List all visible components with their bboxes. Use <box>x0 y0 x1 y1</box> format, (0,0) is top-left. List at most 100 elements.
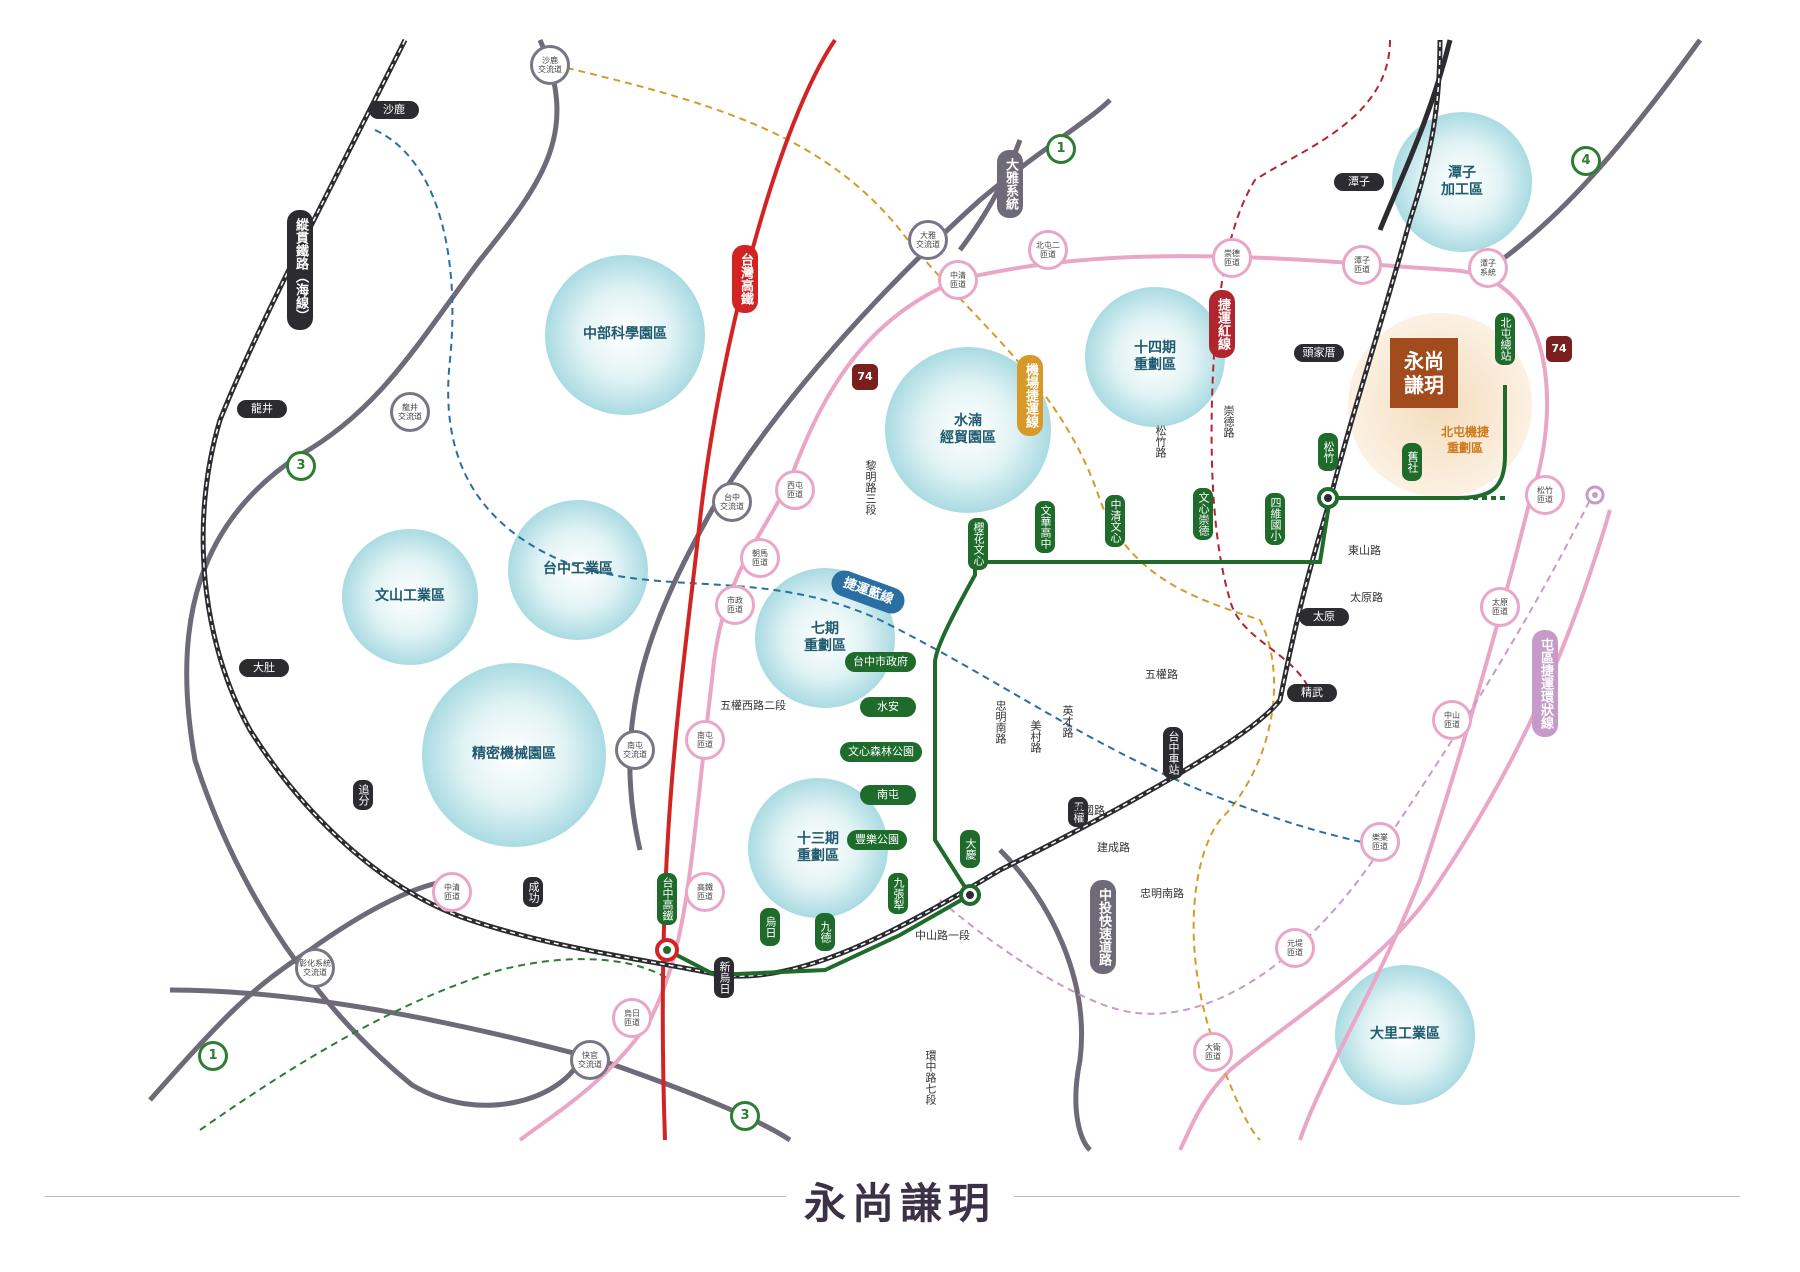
rail-station-taichung: 台中車站 <box>1163 727 1183 779</box>
road-jiancheng: 建成路 <box>1097 841 1130 854</box>
route-shield-n3-bottom: 3 <box>730 1101 760 1131</box>
route-shield-n1-top: 1 <box>1046 134 1076 164</box>
green-station-yinghua: 櫻花文心 <box>968 518 988 570</box>
road-zhongming-s: 忠明南路 <box>1140 887 1184 900</box>
green-line-path <box>666 385 1507 978</box>
interchange-taichung-ic: 台中 交流道 <box>712 482 752 522</box>
road-taiyuan-rd: 太原路 <box>1350 591 1383 604</box>
rail-station-xinwuri: 新烏日 <box>714 957 734 998</box>
interchange-shalu-ic: 沙鹿 交流道 <box>530 45 570 85</box>
interchange-beitun2: 北屯二 匝道 <box>1028 230 1068 270</box>
interchange-wuri-ic: 烏日 匝道 <box>612 998 652 1038</box>
green-station-beitun: 北屯總站 <box>1495 313 1515 365</box>
interchange-dawei-ic: 大衛 匝道 <box>1193 1032 1233 1072</box>
green-station-wenxin-chongde: 文心崇德 <box>1193 488 1213 540</box>
zone-dali <box>1335 965 1475 1105</box>
interchange-daya-ic: 大雅 交流道 <box>908 220 948 260</box>
green-station-wenxin-zhongqing: 中清文心 <box>1105 495 1125 547</box>
blue-line-path <box>374 129 1401 851</box>
road-zhongming: 忠明南路 <box>994 700 1007 744</box>
green-station-nantun: 南屯 <box>860 785 916 805</box>
zone-tanzi <box>1392 112 1532 252</box>
interchange-nantun-ramp: 南屯 匝道 <box>685 720 725 760</box>
road-zhongshan: 中山路一段 <box>915 929 970 942</box>
green-station-city-hall: 台中市政府 <box>845 652 916 672</box>
rail-station-tanzi: 潭子 <box>1334 173 1384 191</box>
zone-13 <box>748 778 888 918</box>
route-shield-p74-left: 74 <box>852 364 878 390</box>
green-station-daqing: 大慶 <box>960 830 980 868</box>
line-label-airport: 機場捷運線 <box>1017 355 1043 436</box>
road-wuquan-rd: 五權路 <box>1145 668 1178 681</box>
interchange-yuandi-ic: 元堤 匝道 <box>1275 928 1315 968</box>
line-label-zhongtou: 中投快速道路 <box>1090 880 1116 974</box>
interchange-songzhu-ic: 松竹 匝道 <box>1525 475 1565 515</box>
route-shield-p74-right: 74 <box>1546 336 1572 362</box>
green-extension-path <box>199 958 671 1131</box>
interchange-xitun-ic: 西屯 匝道 <box>775 470 815 510</box>
road-wuquan-w: 五權西路二段 <box>720 699 786 712</box>
zone-14 <box>1085 287 1225 427</box>
interchange-chaoma-ic: 朝馬 匝道 <box>740 538 780 578</box>
line-label-blue: 捷運藍線 <box>827 566 909 618</box>
zone-precision <box>422 663 606 847</box>
rail-station-zhuifen: 追分 <box>353 780 373 810</box>
interchange-tanzi-ramp: 潭子 匝道 <box>1342 245 1382 285</box>
interchange-shizheng-ic: 市政 匝道 <box>715 585 755 625</box>
zone-taichung-ind <box>508 500 648 640</box>
rail-station-longjing: 龍井 <box>237 400 287 418</box>
interchange-kuaiguan-ic: 快官 交流道 <box>570 1040 610 1080</box>
route-shield-n3-left: 3 <box>286 451 316 481</box>
interchange-lexi-ic: 樂業 匝道 <box>1360 822 1400 862</box>
interchange-changhua-ic: 彰化系統 交流道 <box>295 948 335 988</box>
zone-shuinan-label: 水湳 經貿園區 <box>940 412 996 447</box>
interchange-taiyuan-ic: 太原 匝道 <box>1480 587 1520 627</box>
interchange-zhongshan-ic: 中山 匝道 <box>1432 700 1472 740</box>
road-liming: 黎明路三段 <box>864 460 877 515</box>
green-station-hsr-station: 台中高鐵 <box>657 873 677 925</box>
red-line-path <box>1210 39 1391 691</box>
rail-station-chenggong: 成功 <box>523 877 543 907</box>
zone-wenshan <box>342 529 478 665</box>
interchange-nantun-ic: 南屯 交流道 <box>615 730 655 770</box>
zone-tanzi-label: 潭子 加工區 <box>1441 164 1483 199</box>
zone-taichung-ind-label: 台中工業區 <box>543 561 613 578</box>
zone-7-label: 七期 重劃區 <box>804 620 846 655</box>
zone-science-park-label: 中部科學園區 <box>583 326 667 343</box>
green-station-wenhua: 文華高中 <box>1035 501 1055 553</box>
rail-station-shalu: 沙鹿 <box>369 101 419 119</box>
road-jianguo: 建國路 <box>1072 804 1105 817</box>
interchange-gaotie-ic: 高鐵 匝道 <box>685 872 725 912</box>
green-station-wuri: 烏日 <box>760 908 780 946</box>
zone-wenshan-label: 文山工業區 <box>375 588 445 605</box>
green-station-songzhu: 松竹 <box>1318 433 1338 471</box>
green-station-markers <box>655 485 1605 962</box>
green-station-sweiguoxiao: 四維國小 <box>1265 493 1285 545</box>
project-area-label: 北屯機捷 重劃區 <box>1440 425 1489 455</box>
footer-title: 永尚謙玥 <box>0 1170 1800 1231</box>
zone-14-label: 十四期 重劃區 <box>1134 339 1176 374</box>
zone-precision-label: 精密機械園區 <box>472 746 556 763</box>
green-station-jiuzhang: 九張犁 <box>888 873 908 914</box>
green-station-fengle: 豐樂公園 <box>847 830 907 850</box>
zone-dali-label: 大里工業區 <box>1370 1026 1440 1043</box>
project-box: 永尚 謙玥 <box>1390 338 1458 408</box>
road-huanzhong: 環中路七段 <box>924 1050 937 1105</box>
road-dongshan: 東山路 <box>1348 544 1381 557</box>
airport-line-path <box>554 64 1276 1141</box>
green-station-forest: 文心森林公園 <box>840 742 922 762</box>
road-chongde-rd: 崇德路 <box>1222 405 1235 438</box>
route-shield-n1-bottom: 1 <box>198 1041 228 1071</box>
interchange-chongde-ic: 崇德 匝道 <box>1212 238 1252 278</box>
rail-station-toujiacuo: 頭家厝 <box>1294 344 1344 362</box>
interchange-zhongqing-ic-w: 中清 匝道 <box>432 872 472 912</box>
footer-title-text: 永尚謙玥 <box>785 1170 1014 1231</box>
line-label-daya: 大雅系統 <box>997 150 1023 218</box>
road-yingcai: 英才路 <box>1061 705 1074 738</box>
rail-station-taiyuan: 太原 <box>1299 608 1349 626</box>
rail-station-wuquan: 五權 <box>1068 797 1088 827</box>
road-songzhu-rd: 松竹路 <box>1154 425 1167 458</box>
green-station-jiude: 九德 <box>815 913 835 951</box>
rail-station-jingwu: 精武 <box>1287 684 1337 702</box>
